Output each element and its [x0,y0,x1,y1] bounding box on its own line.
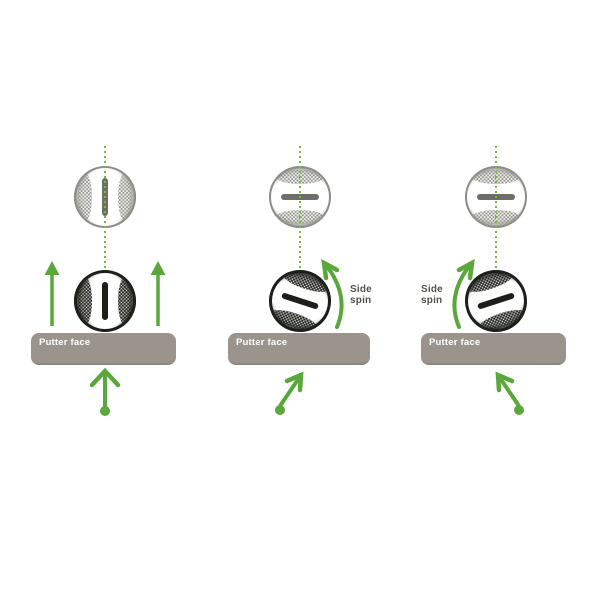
dimple-patch-bottom [477,305,528,335]
side-spin-label: Side spin [421,284,443,306]
putter-face-bar: Putter face [228,333,370,365]
ball-at-impact-tilted [456,261,536,341]
putter-face-bar: Putter face [31,333,176,365]
aim-dotted-line [104,146,106,270]
dimple-patch-left [78,173,92,221]
ball-at-impact [74,270,136,332]
stroke-arrow-icon [275,371,304,415]
dimple-patch-top [464,267,515,297]
putter-face-bar: Putter face [421,333,566,365]
side-spin-label: Side spin [350,284,372,306]
dimple-patch-left [78,277,92,325]
panel-side-spin-left: Putter face Side spin [396,140,596,430]
dimple-patch-right [118,173,132,221]
dimple-patch-top [281,267,332,297]
ball-seam-slot [477,292,515,310]
up-arrow-left-icon [44,261,60,326]
panel-side-spin-right: Putter face Side spin [200,140,400,430]
dimple-patch-bottom [268,305,319,335]
aim-dotted-line [299,146,301,270]
aim-dotted-line [495,146,497,270]
panel-square-strike: Putter face [5,140,205,430]
ball-at-impact-tilted [260,261,340,341]
ball-seam-slot [102,282,108,320]
putter-face-label: Putter face [429,337,481,348]
ball-seam-slot [281,292,319,310]
up-arrow-right-icon [150,261,166,326]
putter-face-label: Putter face [236,337,288,348]
stroke-arrow-icon [89,367,121,416]
putter-face-label: Putter face [39,337,91,348]
stroke-arrow-icon [495,371,524,415]
dimple-patch-right [118,277,132,325]
